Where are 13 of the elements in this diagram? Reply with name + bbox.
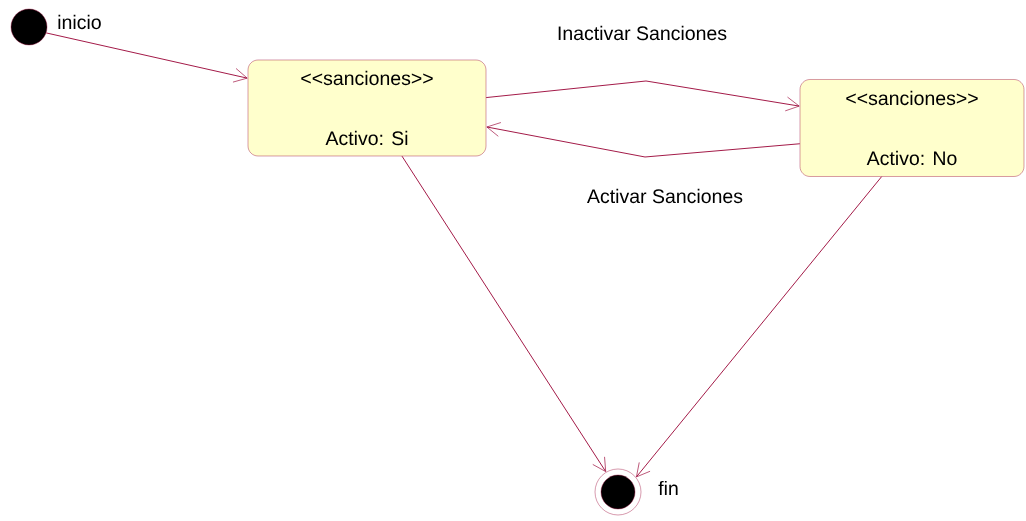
transition-arrow <box>486 122 801 158</box>
end-circle <box>594 468 642 516</box>
state-box: <<sanciones>> Activo: Si <box>247 59 487 157</box>
state-label: fin <box>658 480 678 496</box>
transition-arrow <box>485 80 800 112</box>
state-label: inicio <box>58 14 101 30</box>
edge-label: Inactivar Sanciones <box>555 24 729 42</box>
edge-label: Activar Sanciones <box>585 187 745 205</box>
state-box: <<sanciones>> Activo: No <box>799 79 1025 177</box>
transition-arrow <box>45 32 248 83</box>
transition-arrow <box>401 155 606 472</box>
transition-arrow <box>636 176 883 478</box>
start-circle <box>10 8 48 46</box>
